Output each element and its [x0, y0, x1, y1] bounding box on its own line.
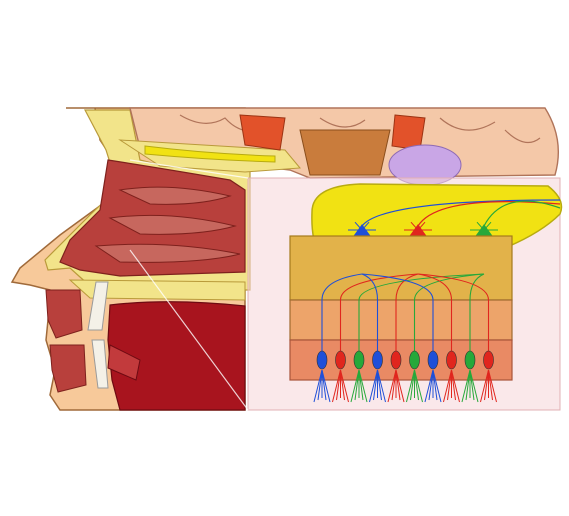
receptor-axon	[413, 273, 485, 352]
receptor-cilium	[488, 369, 497, 403]
nasal-turbinate-lower	[94, 243, 241, 263]
receptor-cilium	[336, 369, 341, 401]
nasal-turbinate-middle	[108, 214, 237, 235]
receptor-cell-soma	[353, 350, 365, 370]
receptor-cell-soma	[316, 350, 328, 370]
receptor-cilium	[395, 369, 401, 401]
nasal-turbinate-upper	[118, 186, 232, 205]
receptor-axon	[417, 273, 453, 352]
tongue	[107, 301, 246, 411]
receptor-cilium	[451, 369, 460, 403]
brainstem	[299, 129, 391, 176]
mitral-branch	[410, 221, 419, 231]
zoom-guide-lines	[129, 159, 249, 411]
receptor-cilium	[410, 369, 415, 401]
receptor-cilium	[469, 369, 479, 403]
mitral-axon	[361, 199, 561, 227]
receptor-cilium	[332, 369, 341, 403]
upper-lip	[45, 289, 83, 339]
receptor-cilium	[424, 369, 434, 403]
lower-teeth	[91, 339, 109, 389]
receptor-axon	[361, 273, 434, 352]
lamina-propria-layer	[289, 299, 513, 341]
receptor-cilium	[391, 369, 397, 401]
receptor-cilium	[484, 369, 489, 401]
receptor-cilium	[465, 369, 471, 401]
receptor-cilium	[377, 369, 382, 401]
receptor-cell-soma	[464, 350, 476, 370]
head-section	[10, 107, 251, 411]
mitral-axon	[483, 200, 561, 227]
mitral-branch	[354, 221, 363, 231]
frontal-sinus	[239, 114, 286, 151]
receptor-cell-soma	[335, 350, 346, 370]
receptor-cell-soma	[390, 350, 402, 370]
receptor-cilium	[469, 369, 475, 401]
receptor-cilium	[321, 369, 327, 401]
receptor-cilium	[432, 369, 442, 403]
receptor-cilium	[414, 369, 419, 401]
upper-teeth	[87, 281, 109, 331]
receptor-cilium	[377, 369, 386, 403]
receptor-cilium	[461, 369, 471, 403]
receptor-cilium	[369, 369, 378, 403]
receptor-cell-soma	[427, 350, 439, 370]
receptor-cilium	[358, 369, 364, 401]
receptor-axon	[358, 273, 485, 352]
receptor-cilium	[313, 369, 323, 403]
mitral-axon	[417, 201, 561, 227]
receptor-axon	[321, 273, 363, 352]
receptor-cilium	[354, 369, 360, 401]
receptor-cilium	[387, 369, 397, 403]
olfactory-tract	[144, 145, 276, 163]
receptor-cilium	[321, 369, 331, 403]
receptor-cell-soma	[372, 350, 383, 370]
receptor-axon	[395, 273, 419, 352]
receptor-cilium	[480, 369, 489, 403]
brain-gyri	[179, 114, 541, 144]
mitral-branch	[483, 221, 492, 231]
receptor-cilium	[406, 369, 415, 403]
lower-lip	[49, 344, 87, 393]
hard-palate	[68, 279, 246, 301]
receptor-cells-group	[313, 350, 497, 403]
receptor-cilium	[317, 369, 323, 401]
mitral-branch	[361, 221, 370, 231]
brain-section	[118, 107, 560, 186]
receptor-cilium	[447, 369, 452, 401]
receptor-cilium	[428, 369, 434, 401]
receptor-cilium	[488, 369, 493, 401]
olfactory-epithelium	[289, 235, 513, 403]
receptor-cilium	[414, 369, 423, 403]
receptor-cilium	[340, 369, 349, 403]
receptor-cilium	[451, 369, 456, 401]
cribriform-layer	[289, 235, 513, 301]
receptor-axon	[469, 273, 485, 352]
receptor-cell-soma	[409, 350, 420, 370]
receptor-axon	[361, 273, 379, 352]
receptor-cilium	[443, 369, 452, 403]
receptor-axons-group	[321, 273, 490, 352]
receptor-cell-soma	[446, 350, 457, 370]
tongue-tip	[107, 344, 141, 381]
receptor-cilium	[358, 369, 368, 403]
mitral-branch	[476, 221, 485, 231]
receptor-cilium	[373, 369, 378, 401]
receptor-cell-soma	[483, 350, 494, 370]
receptor-axon	[339, 273, 419, 352]
receptor-axon	[417, 273, 490, 352]
receptor-cilium	[350, 369, 360, 403]
receptor-cilium	[340, 369, 345, 401]
receptor-cilium	[395, 369, 405, 403]
receptor-cilium	[432, 369, 438, 401]
mitral-branch	[417, 221, 426, 231]
